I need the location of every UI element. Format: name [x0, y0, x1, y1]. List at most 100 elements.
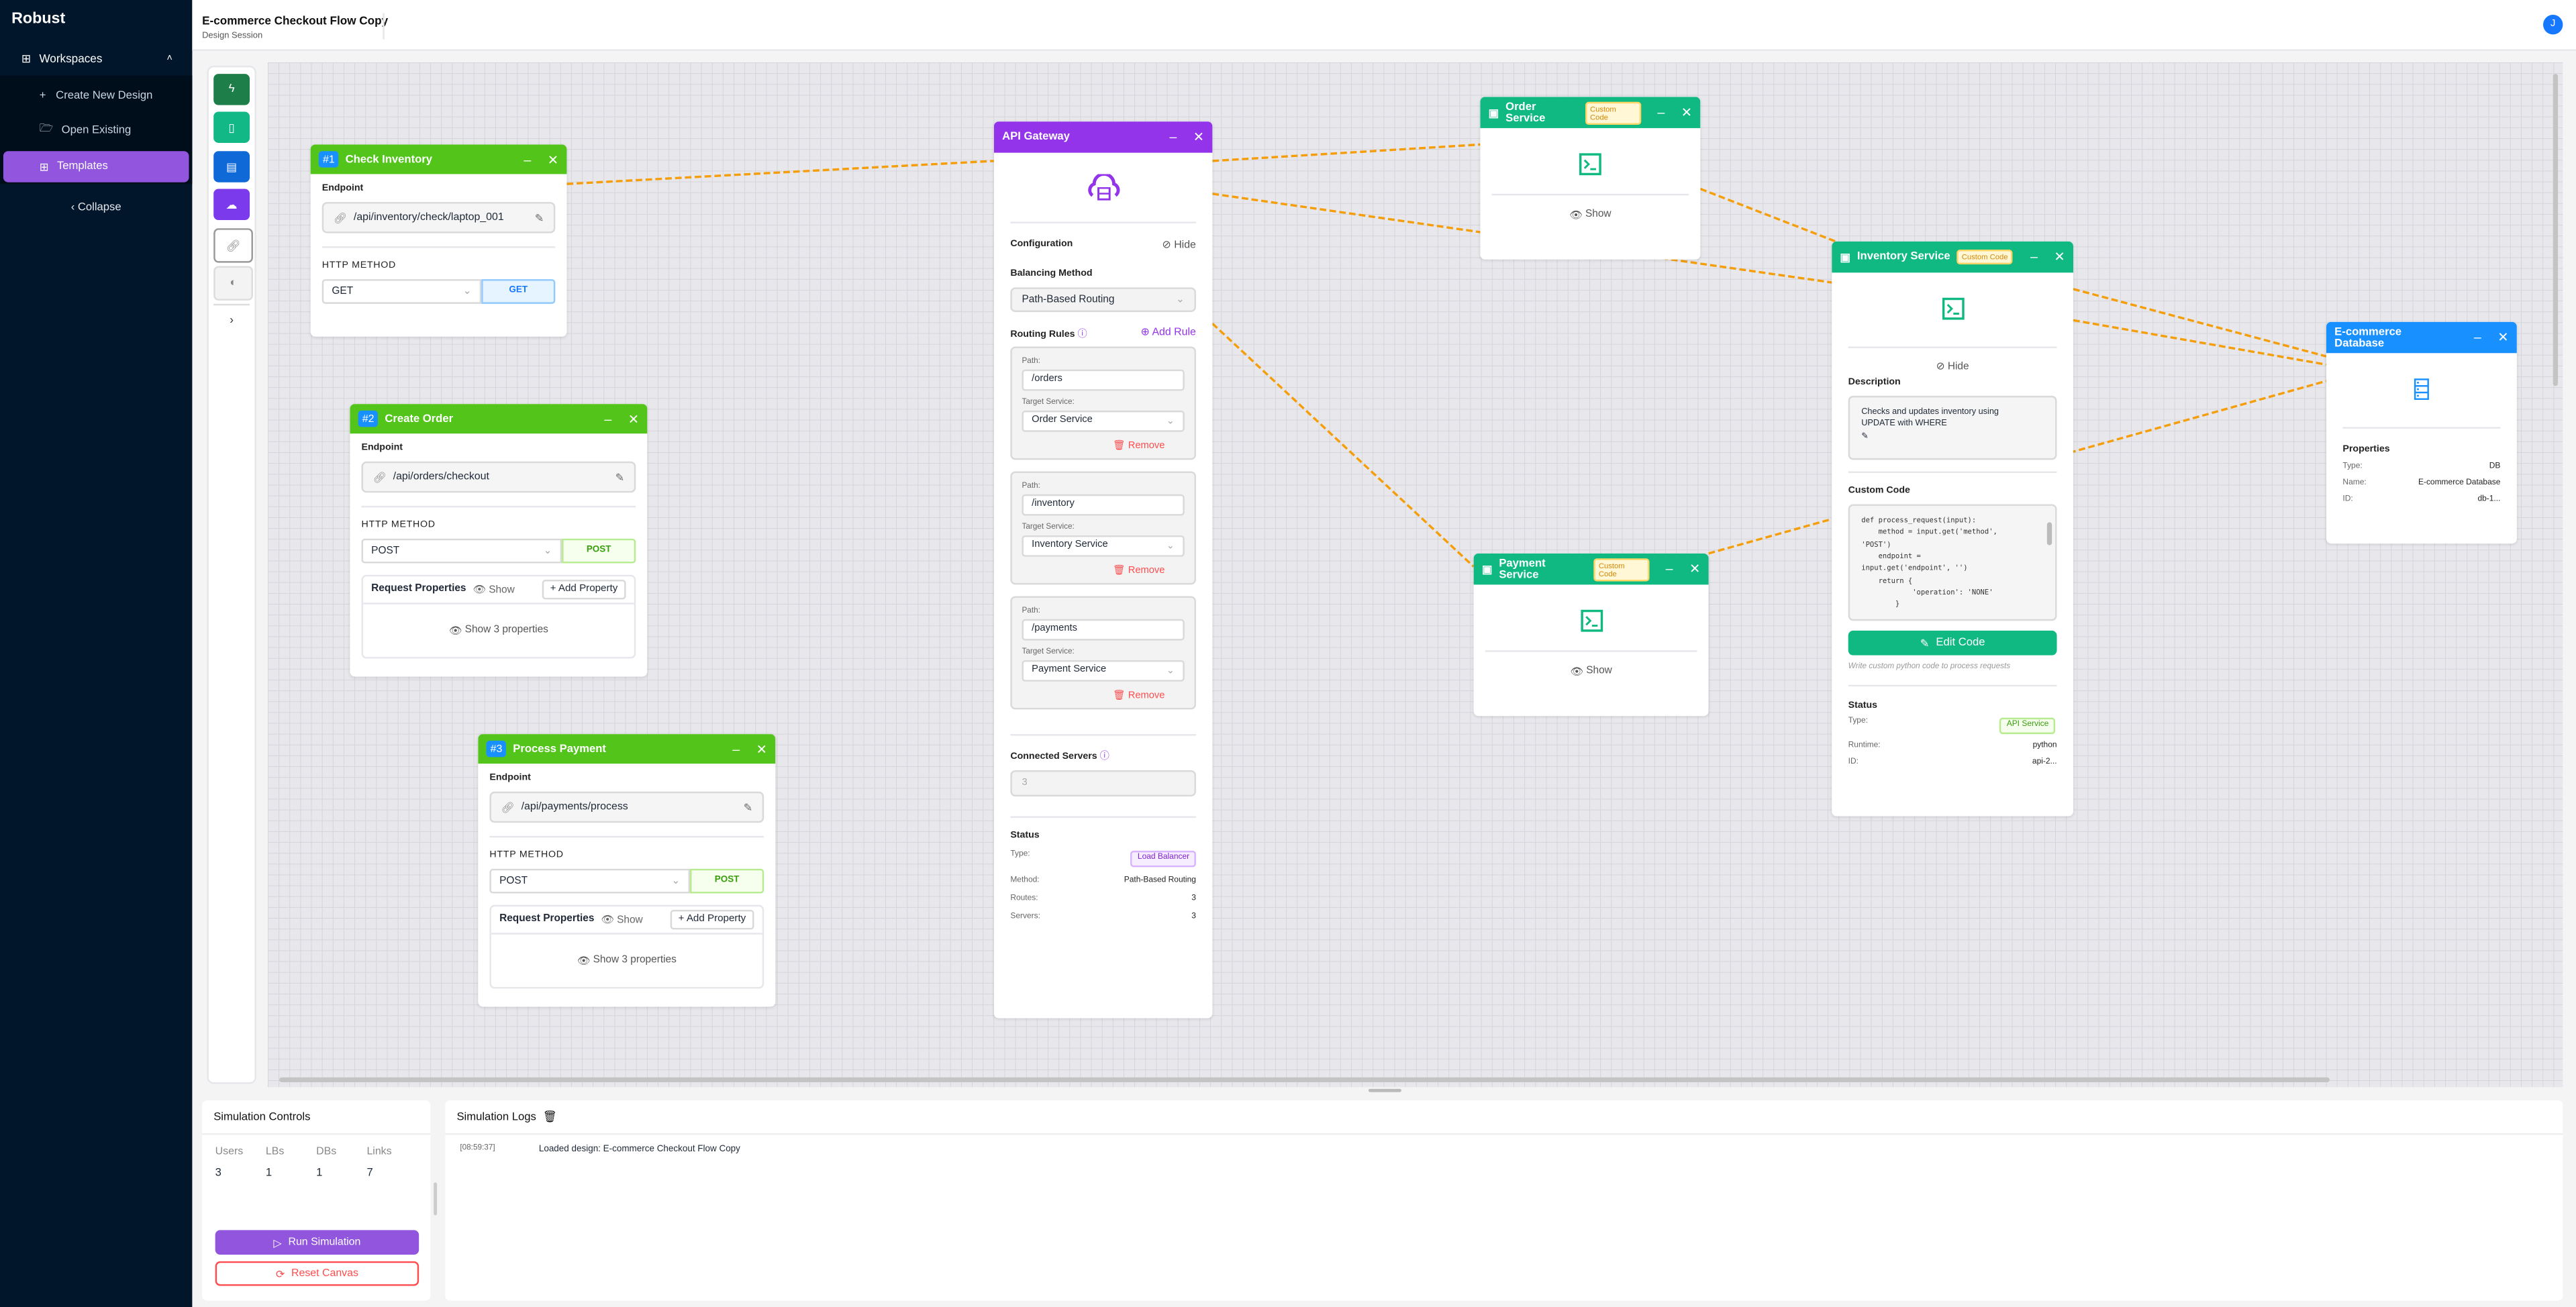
grid-icon: ⊞	[39, 162, 49, 174]
show-toggle[interactable]: 👁︎ Show	[473, 584, 515, 596]
http-method-select[interactable]: POST⌄	[489, 868, 691, 893]
show-properties-link[interactable]: 👁︎ Show 3 properties	[491, 934, 762, 986]
node-number: #3	[486, 740, 507, 757]
expand-toolbox-button[interactable]: ›	[213, 305, 250, 337]
code-editor[interactable]: def process_request(input): method = inp…	[1848, 504, 2057, 621]
reset-canvas-button[interactable]: ⟳Reset Canvas	[215, 1261, 419, 1286]
hide-config-button[interactable]: ⊘ Hide	[1162, 239, 1196, 251]
minimize-icon[interactable]: –	[1665, 562, 1673, 577]
add-gateway-button[interactable]: ☁	[213, 189, 250, 220]
remove-rule-button[interactable]: 🗑︎ Remove	[1022, 564, 1184, 576]
target-service-select[interactable]: Inventory Service⌄	[1022, 534, 1185, 556]
hide-button[interactable]: ⊘ Hide	[1936, 360, 1969, 372]
api-gateway-node[interactable]: API Gateway–✕ Configuration⊘ Hide Balanc…	[993, 121, 1213, 1018]
close-icon[interactable]: ✕	[1689, 562, 1701, 577]
panel-header: Simulation Logs🗑︎	[445, 1100, 2563, 1135]
path-input[interactable]: /inventory	[1022, 493, 1185, 515]
trash-icon[interactable]: 🗑︎	[542, 1112, 557, 1124]
minimize-icon[interactable]: –	[732, 741, 740, 757]
add-rule-button[interactable]: ⊕ Add Rule	[1140, 327, 1196, 339]
info-icon[interactable]: ⓘ	[1077, 329, 1087, 339]
target-service-select[interactable]: Payment Service⌄	[1022, 659, 1185, 681]
endpoint-value: /api/inventory/check/laptop_001	[353, 211, 504, 223]
remove-rule-button[interactable]: 🗑︎ Remove	[1022, 689, 1184, 700]
show-button[interactable]: 👁︎ Show	[1569, 207, 1612, 221]
add-database-button[interactable]: ▤	[213, 151, 250, 182]
path-input[interactable]: /orders	[1022, 368, 1185, 390]
horizontal-scrollbar[interactable]	[279, 1077, 2330, 1083]
link-mode-button[interactable]: 🔗︎	[213, 228, 253, 263]
database-node[interactable]: E-commerce Database–✕ Properties Type:DB…	[2326, 321, 2517, 544]
endpoint-field[interactable]: 🔗︎/api/inventory/check/laptop_001✎	[321, 202, 556, 233]
path-input[interactable]: /payments	[1022, 618, 1185, 640]
show-toggle[interactable]: 👁︎ Show	[601, 914, 643, 926]
close-icon[interactable]: ✕	[2497, 329, 2509, 346]
close-icon[interactable]: ✕	[628, 411, 640, 427]
panel-resize-handle[interactable]	[434, 1182, 438, 1216]
sidebar-item-templates[interactable]: ⊞Templates	[3, 151, 189, 182]
add-property-button[interactable]: + Add Property	[542, 579, 626, 599]
add-user-button[interactable]: ϟ	[213, 74, 250, 105]
show-button[interactable]: 👁︎ Show	[1570, 664, 1612, 678]
sidebar-workspaces[interactable]: ⊞Workspaces˄	[0, 43, 192, 76]
minimize-icon[interactable]: –	[1169, 129, 1177, 145]
divider	[489, 835, 764, 837]
remove-rule-button[interactable]: 🗑︎ Remove	[1022, 439, 1184, 451]
endpoint-field[interactable]: 🔗︎/api/orders/checkout✎	[361, 461, 636, 493]
log-entry: [08:59:37]Loaded design: E-commerce Chec…	[460, 1145, 2548, 1155]
node-header[interactable]: API Gateway–✕	[993, 121, 1213, 153]
minimize-icon[interactable]: –	[604, 411, 612, 427]
close-icon[interactable]: ✕	[1681, 105, 1693, 120]
minimize-icon[interactable]: –	[524, 152, 532, 167]
description-field[interactable]: Checks and updates inventory using UPDAT…	[1848, 395, 2057, 460]
http-method-select[interactable]: POST⌄	[361, 537, 562, 563]
connected-servers-field: 3	[1010, 770, 1196, 797]
code-scrollbar[interactable]	[2046, 522, 2052, 546]
edit-code-button[interactable]: ✎Edit Code	[1848, 631, 2057, 656]
collapse-button[interactable]: ‹ Collapse	[0, 202, 192, 213]
custom-code-badge: Custom Code	[1593, 557, 1650, 581]
close-icon[interactable]: ✕	[2054, 250, 2065, 265]
endpoint-field[interactable]: 🔗︎/api/payments/process✎	[489, 791, 764, 823]
toggle-button[interactable]: ◐	[213, 266, 253, 301]
close-icon[interactable]: ✕	[547, 152, 559, 167]
edit-icon[interactable]: ✎	[1861, 431, 1869, 441]
vertical-scrollbar[interactable]	[2553, 74, 2559, 386]
name-label: Name:	[2342, 478, 2367, 487]
endpoint-label: Endpoint	[321, 184, 364, 194]
show-properties-link[interactable]: 👁︎ Show 3 properties	[363, 604, 634, 656]
sidebar-item-open[interactable]: 🗁Open Existing	[3, 115, 189, 146]
add-property-button[interactable]: + Add Property	[670, 909, 754, 929]
close-icon[interactable]: ✕	[756, 741, 768, 757]
minimize-icon[interactable]: –	[2473, 329, 2481, 346]
edit-icon[interactable]: ✎	[615, 472, 625, 484]
minimize-icon[interactable]: –	[1657, 105, 1665, 120]
add-service-button[interactable]: ▯	[213, 111, 250, 143]
edit-icon[interactable]: ✎	[534, 212, 544, 225]
node-header[interactable]: E-commerce Database–✕	[2326, 321, 2517, 354]
target-service-select[interactable]: Order Service⌄	[1022, 409, 1185, 431]
minimize-icon[interactable]: –	[2030, 250, 2038, 265]
close-icon[interactable]: ✕	[1193, 129, 1205, 145]
avatar[interactable]: J	[2543, 15, 2563, 35]
run-simulation-button[interactable]: ▷Run Simulation	[215, 1230, 419, 1255]
endpoint-value: /api/payments/process	[521, 801, 628, 813]
panel-resize-handle[interactable]	[1368, 1088, 1401, 1092]
divider	[361, 505, 636, 507]
http-method-select[interactable]: GET⌄	[321, 278, 482, 303]
sidebar-item-create[interactable]: +Create New Design	[3, 81, 189, 112]
balancing-method-select[interactable]: Path-Based Routing⌄	[1010, 286, 1196, 312]
edit-icon[interactable]: ✎	[743, 802, 753, 814]
